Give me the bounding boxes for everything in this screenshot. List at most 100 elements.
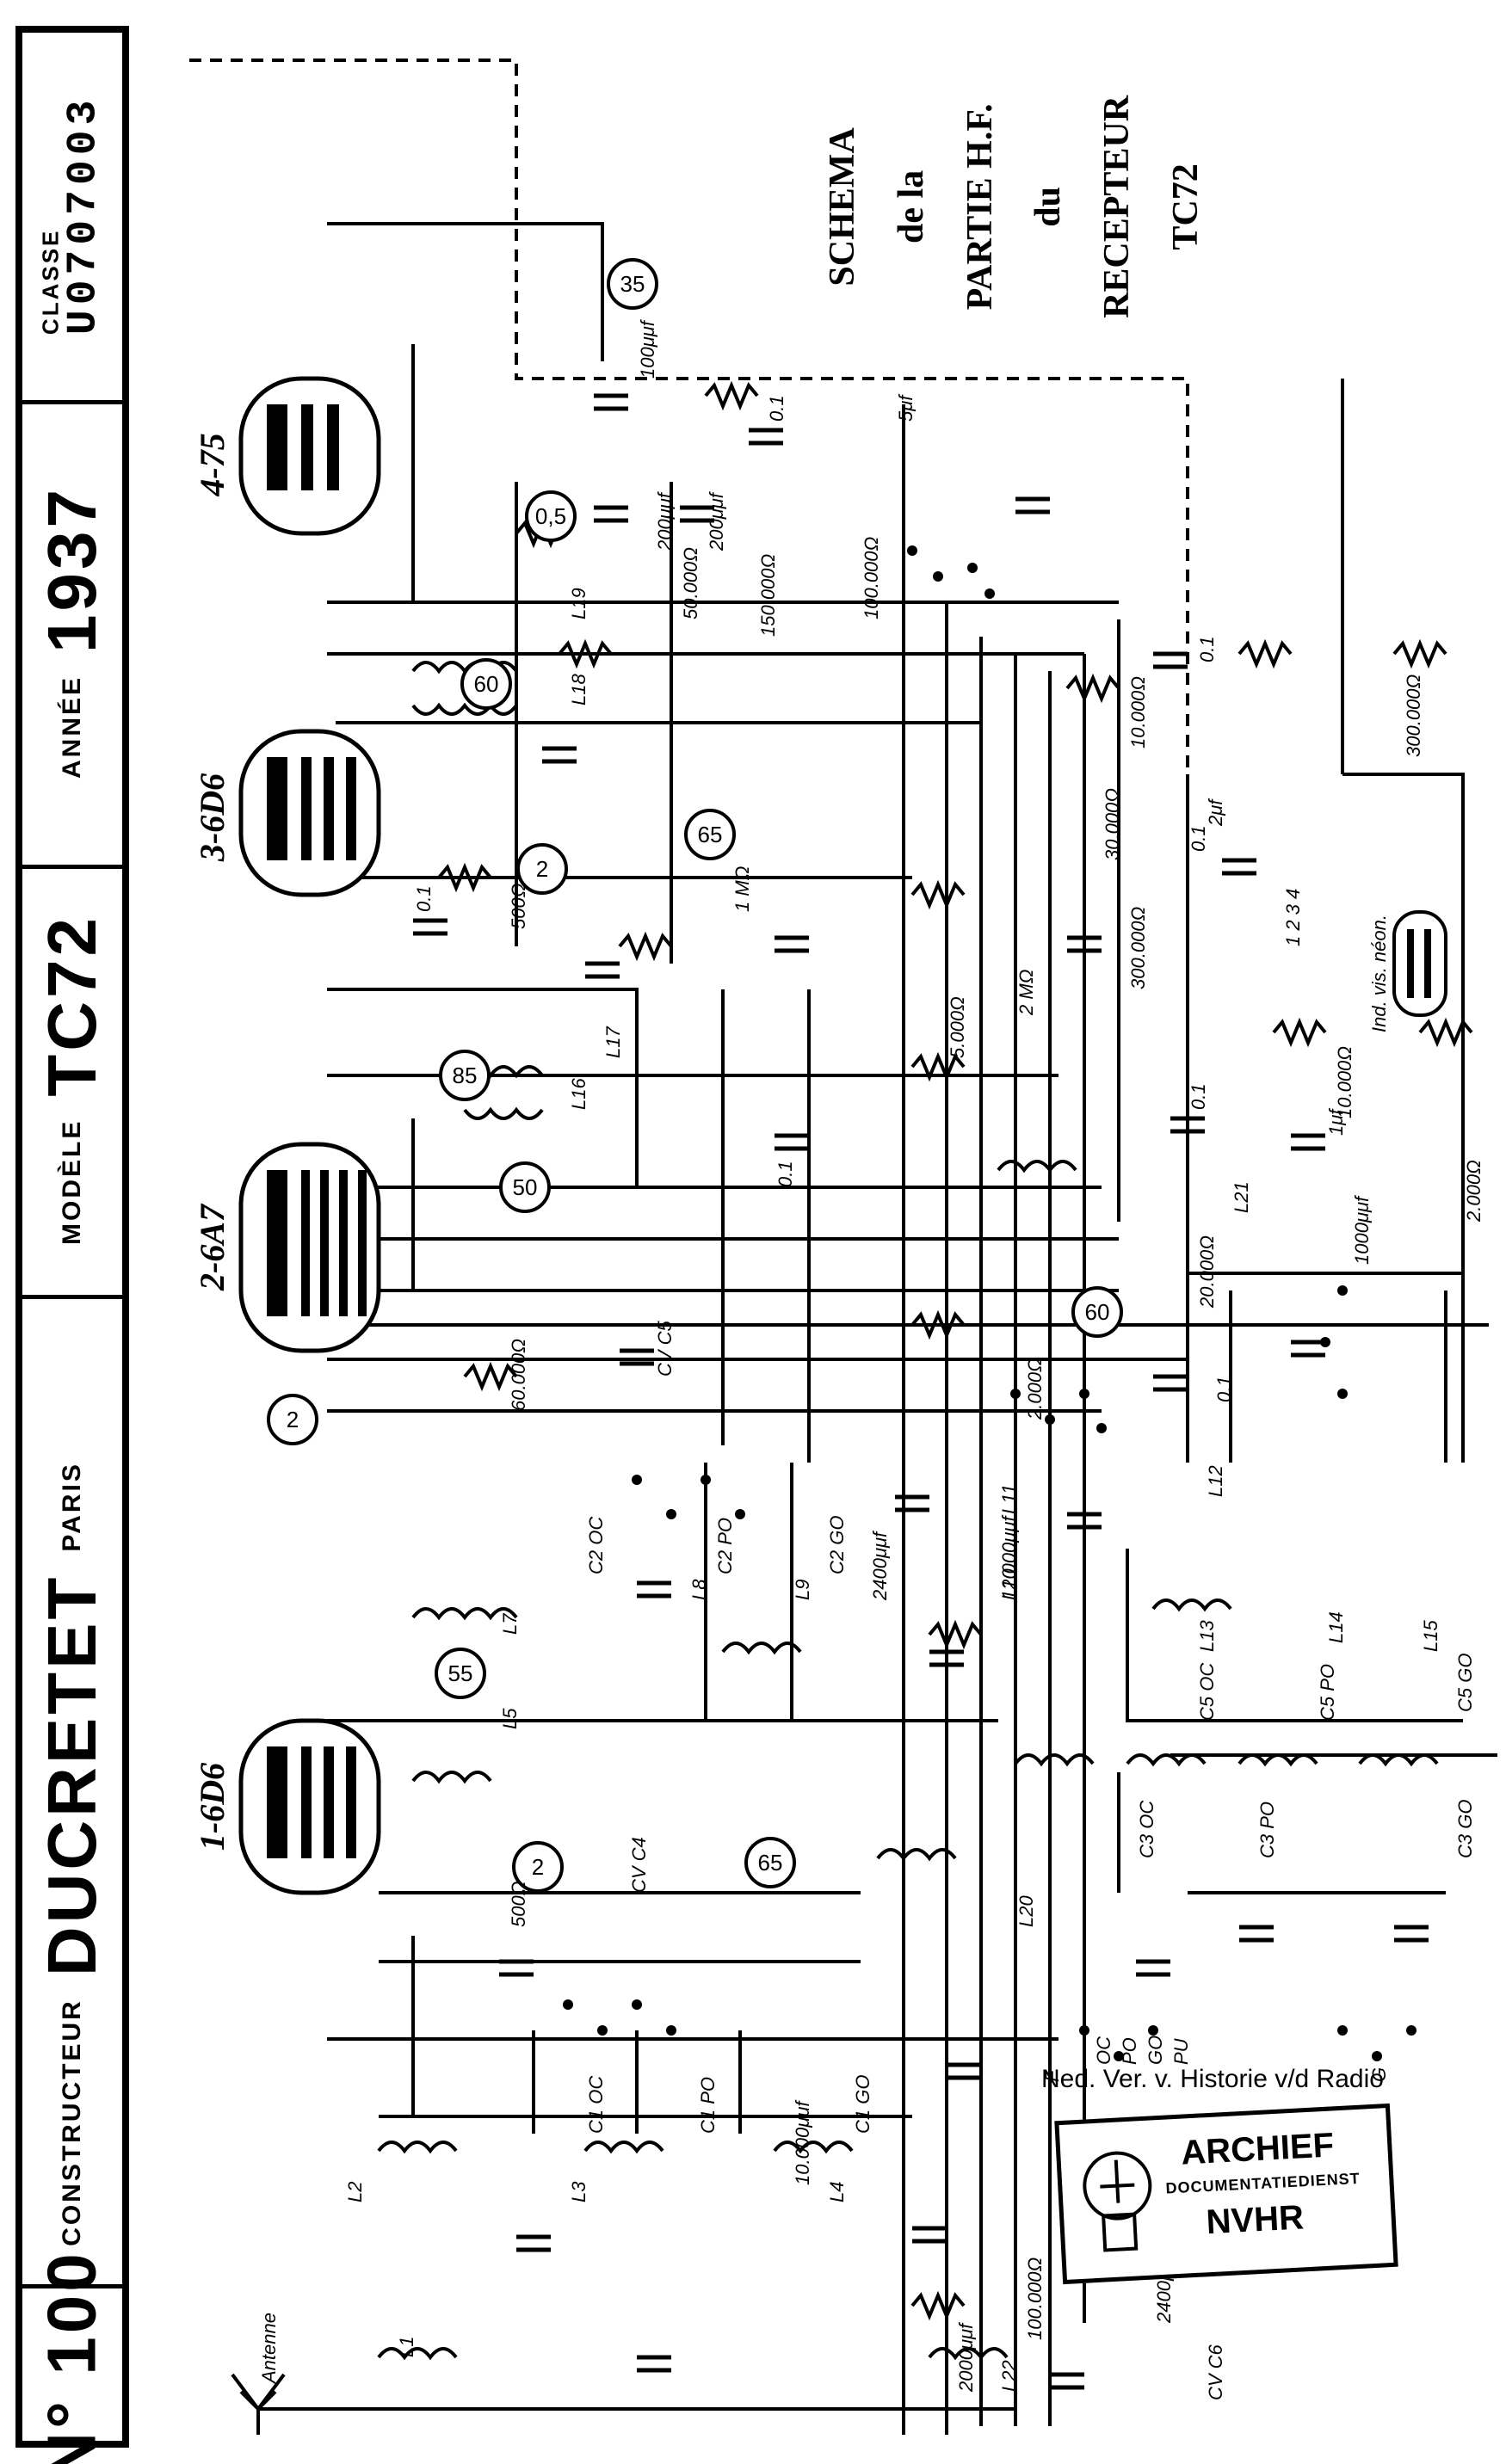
ref-l3: L3 <box>568 2181 589 2202</box>
ref-c01f: 0.1 <box>775 1161 796 1187</box>
marker-35: 35 <box>607 258 658 310</box>
ref-l22: L22 <box>998 2360 1020 2392</box>
ref-c01c: 0.1 <box>413 885 435 912</box>
marker-50-text: 50 <box>513 1174 538 1200</box>
classe-label: CLASSE <box>37 228 64 336</box>
ref-r2000: 2.000Ω <box>1024 1358 1046 1420</box>
ref-c10000: 10.000μμf <box>792 2099 813 2185</box>
stamp-dienst: DOCUMENTATIEDIENST <box>1165 2169 1361 2197</box>
ref-c2mf: 2μf <box>1205 798 1226 827</box>
header-annee-cell: ANNÉE 1937 <box>22 404 122 860</box>
ref-c2po: C2 PO <box>714 1518 736 1574</box>
bandswitch-positions: 1 2 3 4 <box>1282 889 1304 946</box>
ref-l7: L7 <box>499 1613 521 1635</box>
marker-60: 60 <box>460 658 512 710</box>
header-strip <box>15 26 129 2448</box>
modele-value: TC72 <box>34 915 110 1097</box>
constructeur-label: CONSTRUCTEUR <box>58 1999 86 2246</box>
ref-l20: L20 <box>1015 1895 1037 1927</box>
ref-c5oc: C5 OC <box>1196 1663 1218 1721</box>
ref-r500a: 500Ω <box>508 1882 529 1927</box>
marker-2-text: 2 <box>532 1854 544 1880</box>
marker-2: 2 <box>267 1394 318 1445</box>
tube-label-6a7: 2-6A7 <box>193 1203 231 1291</box>
marker-05: 0,5 <box>525 490 577 542</box>
ref-cvc4: CV C4 <box>628 1837 650 1893</box>
ref-l11: L11 <box>998 1484 1020 1514</box>
marker-60: 60 <box>1071 1286 1123 1338</box>
neon-indicator-label: Ind. vis. néon. <box>1368 915 1390 1032</box>
ref-l10: L10 <box>998 1568 1020 1600</box>
switch-go: GO <box>1145 2036 1166 2065</box>
antenna-label: Antenne <box>258 2313 280 2385</box>
marker-65-text: 65 <box>758 1850 783 1876</box>
tube-label-75: 4-75 <box>193 433 231 496</box>
ref-c5po: C5 PO <box>1317 1664 1338 1721</box>
marker-55: 55 <box>435 1648 486 1699</box>
ref-r30000: 30.000Ω <box>1102 788 1123 860</box>
ref-r100000: 100.000Ω <box>1024 2258 1046 2340</box>
ref-c1mf: 1μf <box>1325 1107 1347 1136</box>
ref-l5: L5 <box>499 1708 521 1729</box>
ref-r150000: 150.000Ω <box>757 554 779 637</box>
stamp-archief: ARCHIEF <box>1180 2126 1336 2172</box>
marker-35-text: 35 <box>620 271 645 297</box>
ref-c1go: C1 GO <box>852 2075 873 2134</box>
switch-g: G <box>1368 2067 1390 2082</box>
vacuum-tube-75 <box>238 376 381 536</box>
header-modele-cell: MODÈLE TC72 <box>22 869 122 1291</box>
wiring <box>189 59 1497 2435</box>
ref-c1000: 1000μμf <box>1351 1194 1373 1265</box>
ref-r300k: 300.000Ω <box>1127 907 1149 989</box>
header-divider <box>22 400 122 404</box>
ref-c01g: 0.1 <box>1213 1376 1235 1402</box>
header-divider <box>22 1295 122 1299</box>
ref-cvc5: CV C5 <box>654 1320 676 1377</box>
ref-r60000: 60.000Ω <box>508 1339 529 1411</box>
tube-label-6d6-1: 1-6D6 <box>193 1763 231 1851</box>
ref-l14: L14 <box>1325 1611 1347 1643</box>
capacitor-group <box>413 393 1429 2390</box>
ref-l13: L13 <box>1196 1620 1218 1652</box>
vacuum-tube-6a7 <box>238 1142 381 1353</box>
antenna-symbol <box>231 2373 286 2435</box>
ref-r500b: 500Ω <box>508 884 529 929</box>
ref-r300000: 300.000Ω <box>1403 675 1424 757</box>
vacuum-tube-6d6-1 <box>238 1718 381 1895</box>
ref-c3go: C3 GO <box>1454 1800 1476 1858</box>
ref-c01d: 0.1 <box>1188 825 1209 852</box>
ref-r2000b: 2.000Ω <box>1463 1160 1484 1223</box>
ref-c1po: C1 PO <box>697 2077 719 2134</box>
ref-c01e: 0.1 <box>1188 1083 1209 1110</box>
ref-l1: L1 <box>396 2337 417 2357</box>
ref-r50000: 50.000Ω <box>680 547 701 619</box>
ref-l4: L4 <box>826 2182 848 2202</box>
marker-60-text: 60 <box>1085 1299 1110 1325</box>
marker-2: 2 <box>512 1841 564 1893</box>
ref-r5000: 5.000Ω <box>947 996 968 1058</box>
header-classe-cell: CLASSE U0707003 <box>22 34 122 396</box>
marker-85: 85 <box>439 1050 491 1101</box>
ref-r100k2: 100.000Ω <box>861 537 882 619</box>
neon-indicator <box>1392 910 1447 1017</box>
ref-c3oc: C3 OC <box>1136 1801 1157 1858</box>
ref-c100: 100μμf <box>637 318 658 379</box>
ref-l15: L15 <box>1420 1620 1441 1652</box>
ref-l16: L16 <box>568 1078 589 1110</box>
switch-contacts <box>563 545 1417 2061</box>
ref-l21: L21 <box>1231 1181 1252 1213</box>
circuit-schematic: 4-75 3-6D6 2-6A7 1-6D6 <box>189 59 1497 2435</box>
header-divider <box>22 865 122 869</box>
ref-c1oc: C1 OC <box>585 2076 607 2134</box>
classe-value: U0707003 <box>60 95 108 336</box>
ref-cvc6: CV C6 <box>1205 2344 1226 2400</box>
annee-value: 1937 <box>34 486 111 653</box>
annee-label: ANNÉE <box>58 675 87 779</box>
marker-55-text: 55 <box>448 1660 473 1686</box>
marker-05-text: 0,5 <box>535 503 566 529</box>
switch-pu: PU <box>1170 2038 1192 2065</box>
ref-l2: L2 <box>344 2182 366 2202</box>
archive-stamp: ARCHIEF DOCUMENTATIEDIENST NVHR <box>1054 2103 1398 2285</box>
marker-85-text: 85 <box>453 1063 478 1088</box>
marker-65-text: 65 <box>698 822 723 847</box>
